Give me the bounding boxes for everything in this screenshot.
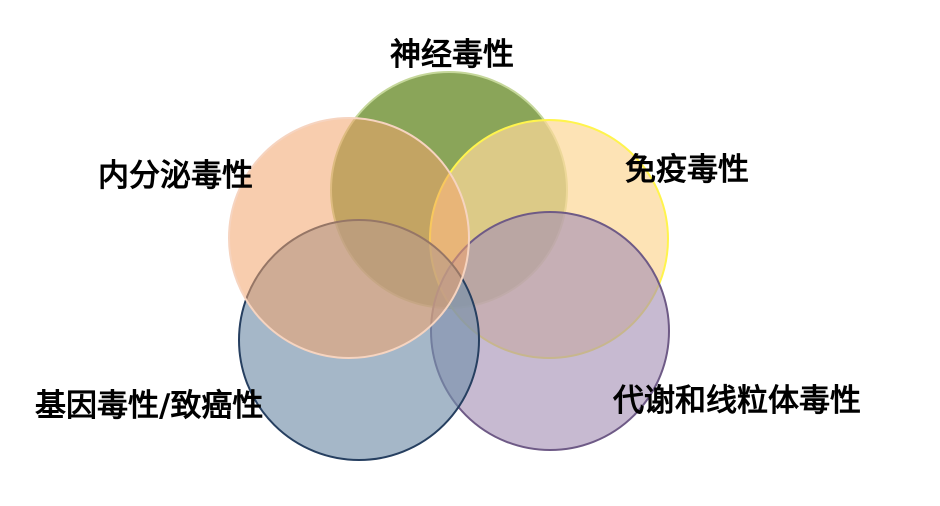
- circle-endocrine: [228, 117, 470, 359]
- label-endocrine: 内分泌毒性: [98, 158, 253, 194]
- label-metabolic: 代谢和线粒体毒性: [613, 383, 861, 419]
- label-neuro: 神经毒性: [390, 37, 514, 73]
- label-genetic: 基因毒性/致癌性: [35, 388, 264, 424]
- label-immune: 免疫毒性: [625, 152, 749, 188]
